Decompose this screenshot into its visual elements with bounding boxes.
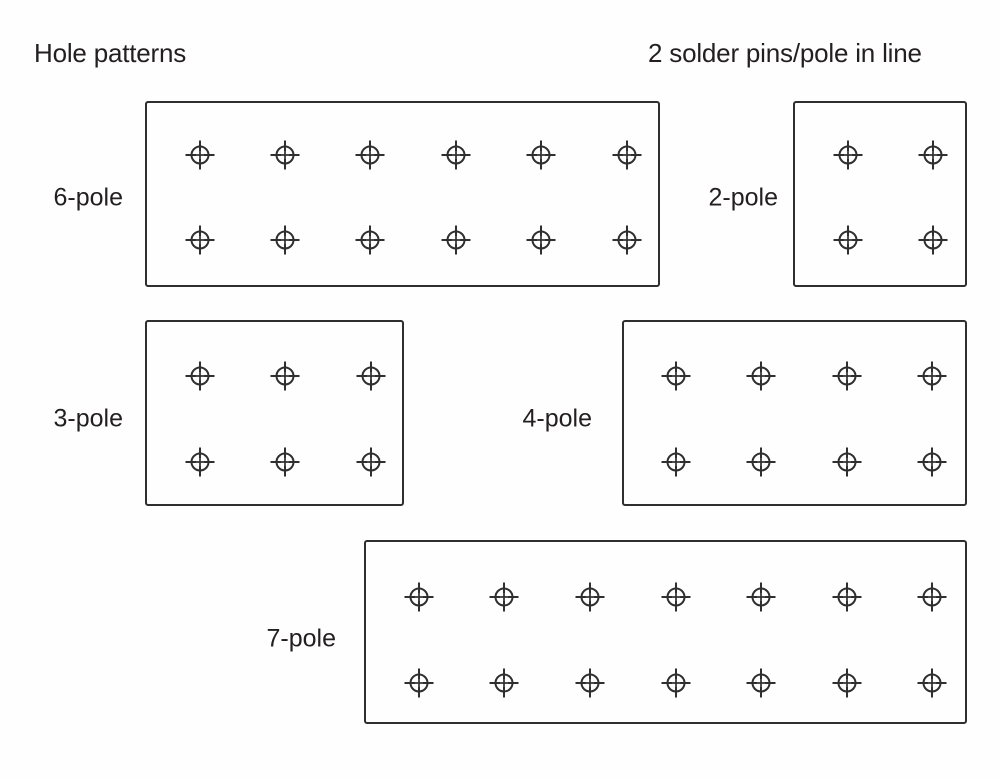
pole-label-4-pole: 4-pole (522, 404, 593, 433)
pole-label-3-pole: 3-pole (53, 404, 124, 433)
pattern-outline-3-pole (145, 320, 404, 506)
pole-label-6-pole: 6-pole (53, 183, 124, 212)
pole-label-7-pole: 7-pole (266, 624, 337, 653)
pin-configuration-title: 2 solder pins/pole in line (648, 38, 922, 68)
pattern-outline-7-pole (364, 540, 967, 724)
pattern-outline-4-pole (622, 320, 967, 506)
pole-label-2-pole: 2-pole (708, 183, 779, 212)
page-title: Hole patterns (34, 38, 187, 68)
pattern-outline-2-pole (793, 101, 967, 287)
pattern-outline-6-pole (145, 101, 660, 287)
